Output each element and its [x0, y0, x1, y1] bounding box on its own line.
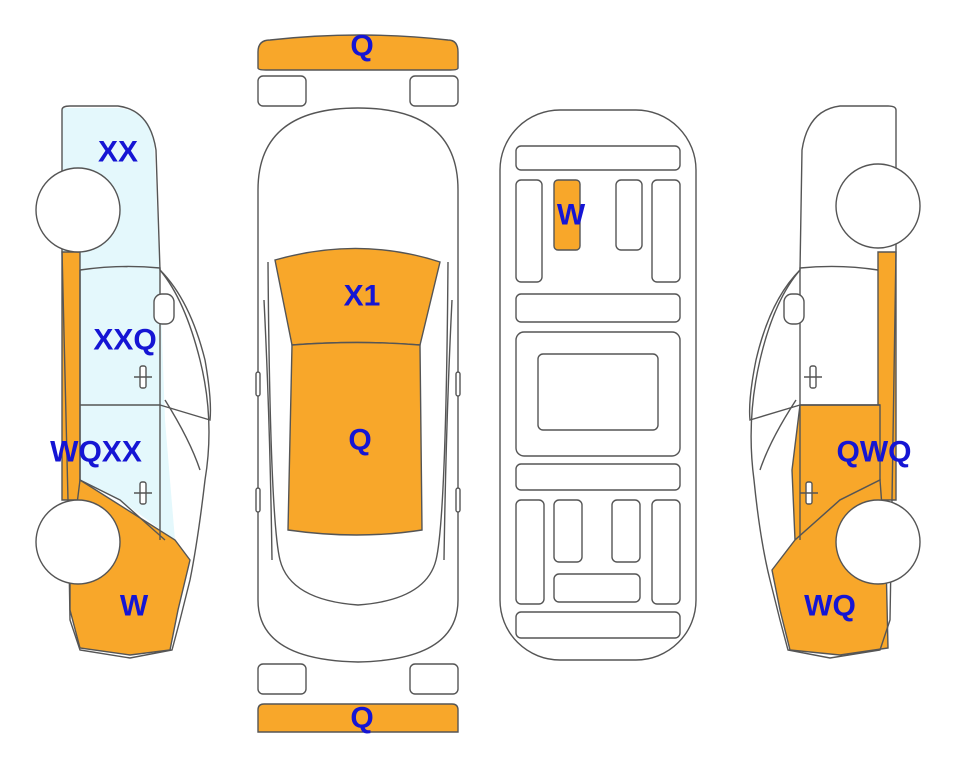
right-rear-wheel — [835, 499, 921, 585]
underbody-panel[interactable] — [553, 179, 581, 251]
rear-bumper[interactable] — [257, 703, 459, 733]
left-front-wheel — [35, 167, 121, 253]
left-rear-quarter-label: W — [120, 590, 149, 623]
right-side-view: QWQ WQ — [748, 105, 921, 659]
front-bumper[interactable] — [257, 34, 459, 71]
right-front-wheel — [835, 163, 921, 249]
rear-bumper-label: Q — [350, 702, 373, 735]
left-front-door-label: XXQ — [93, 324, 156, 357]
left-rocker-rear-door-label: WQXX — [50, 436, 142, 469]
roof-label: Q — [348, 424, 371, 457]
right-rear-door-label: QWQ — [837, 436, 912, 469]
underbody-label: W — [557, 199, 586, 232]
hood-label: X1 — [344, 280, 381, 313]
roof-panel[interactable] — [287, 341, 423, 536]
front-bumper-label: Q — [350, 30, 373, 63]
right-rear-quarter-label: WQ — [804, 590, 856, 623]
left-front-fender-label: XX — [98, 136, 138, 169]
top-view: Q X1 Q Q — [255, 30, 461, 735]
left-side-view: XX XXQ WQXX W — [35, 105, 212, 659]
left-rear-wheel — [35, 499, 121, 585]
underbody-view: W — [499, 109, 697, 661]
